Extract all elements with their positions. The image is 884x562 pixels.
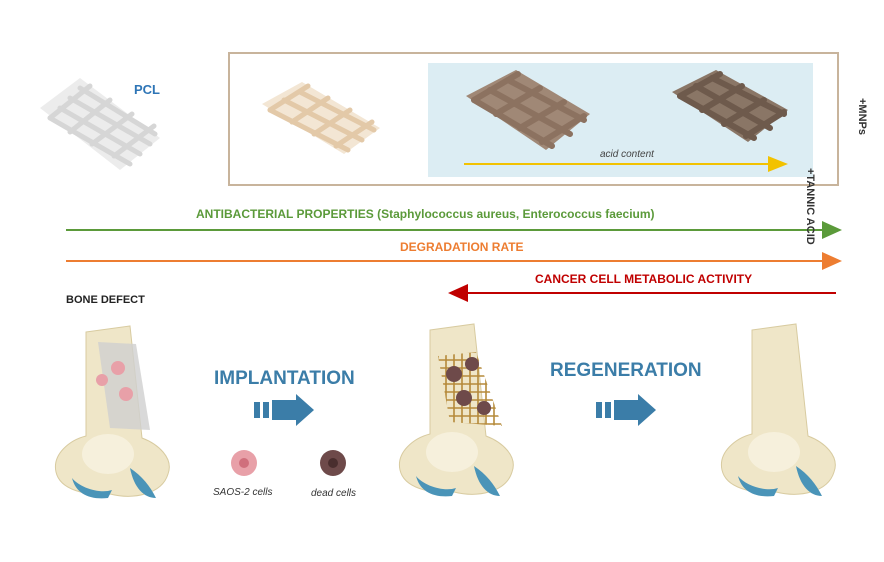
cell-icon [231, 450, 257, 476]
tannic-acid-box [228, 52, 839, 186]
saos-cells-label: SAOS-2 cells [213, 487, 273, 498]
dead-cell [465, 357, 479, 371]
acid-content-arrow [464, 156, 788, 172]
tannic-mesh-icon [262, 82, 380, 154]
saos-cell [119, 387, 133, 401]
bone-icon [398, 323, 514, 497]
degradation-arrow [66, 252, 842, 270]
pcl-mesh-icon [40, 78, 160, 170]
saos-cell [96, 374, 108, 386]
bone-defect-label: BONE DEFECT [66, 294, 145, 306]
degradation-label: DEGRADATION RATE [400, 240, 524, 254]
bone-icon [720, 323, 836, 497]
tannic-acid-label: +TANNIC ACID [804, 168, 816, 245]
pcl-label: PCL [134, 82, 160, 97]
process-arrow-icon [596, 394, 656, 426]
process-arrow-icon [254, 394, 314, 426]
dead-cell [446, 366, 462, 382]
antibacterial-arrow [66, 221, 842, 239]
mnps-label: +MNPs [856, 98, 868, 135]
antibacterial-label: ANTIBACTERIAL PROPERTIES (Staphylococcus… [196, 207, 655, 221]
dead-cell [456, 390, 472, 406]
cancer-activity-label: CANCER CELL METABOLIC ACTIVITY [535, 272, 753, 286]
regeneration-label: REGENERATION [550, 360, 702, 381]
dead-cells-label: dead cells [311, 488, 357, 499]
bone-icon [54, 325, 170, 499]
dead-cell [477, 401, 491, 415]
tannic-mesh-icon [672, 70, 788, 142]
implantation-label: IMPLANTATION [214, 368, 355, 389]
tannic-mesh-icon [466, 70, 590, 150]
cancer-activity-arrow [448, 284, 836, 302]
cell-icon [320, 450, 346, 476]
saos-cell [111, 361, 125, 375]
acid-content-label: acid content [600, 149, 654, 160]
